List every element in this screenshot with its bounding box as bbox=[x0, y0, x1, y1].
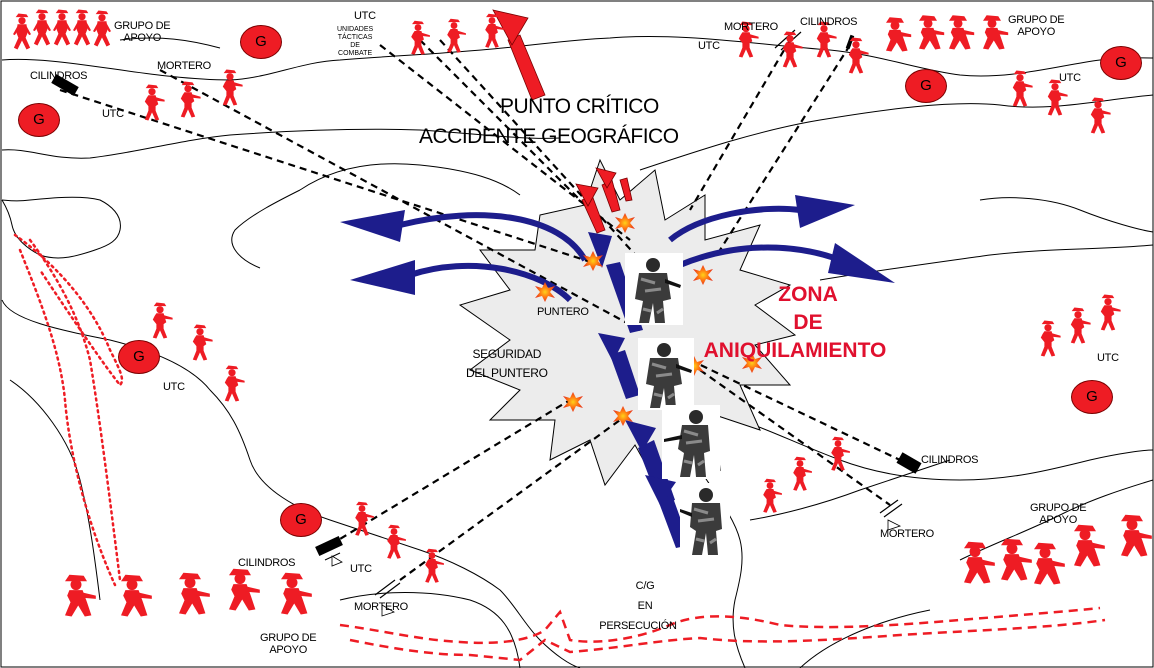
friendly-patrol bbox=[625, 253, 730, 557]
utc-unidades-label: UNIDADES TÁCTICAS DE COMBATE bbox=[337, 26, 374, 57]
pursuit-route bbox=[339, 606, 1106, 662]
weapon-markers bbox=[51, 29, 922, 599]
utc-label: UTC bbox=[354, 10, 376, 22]
cilindros-label: CILINDROS bbox=[30, 70, 88, 82]
utc-label: UTC bbox=[698, 40, 720, 52]
title-punto-critico: PUNTO CRÍTICO bbox=[500, 95, 659, 118]
mortero-marker bbox=[887, 519, 902, 531]
mortero-label: MORTERO bbox=[724, 21, 778, 33]
blue-maneuver-arrows bbox=[340, 195, 895, 303]
grupo-apoyo-label: GRUPO DE APOYO bbox=[260, 632, 317, 657]
mortero-label: MORTERO bbox=[880, 528, 934, 540]
utc-label: UTC bbox=[1097, 352, 1119, 364]
cilindros-label: CILINDROS bbox=[238, 557, 296, 569]
zona-label-1: ZONA bbox=[778, 283, 838, 306]
guerrilla-marker: G bbox=[1100, 46, 1142, 80]
guerrilla-marker: G bbox=[240, 25, 282, 59]
grupo-apoyo-label: GRUPO DE APOYO bbox=[1008, 14, 1065, 39]
mortero-label: MORTERO bbox=[157, 60, 211, 72]
zona-label-3: ANIQUILAMIENTO bbox=[703, 339, 887, 362]
title-accidente-geografico: ACCIDENTE GEOGRÁFICO bbox=[419, 125, 679, 148]
cilindros-label: CILINDROS bbox=[921, 454, 979, 466]
guerrilla-marker: G bbox=[1071, 380, 1113, 414]
cg-label: C/G bbox=[635, 580, 655, 592]
puntero-label: PUNTERO bbox=[537, 306, 589, 318]
grupo-apoyo-label: GRUPO DE APOYO bbox=[114, 20, 171, 45]
grupo-apoyo-label: GRUPO DE APOYO bbox=[1030, 502, 1087, 527]
utc-label: UTC bbox=[163, 381, 185, 393]
cilindros-label: CILINDROS bbox=[800, 16, 858, 28]
seguridad-label: SEGURIDAD DEL PUNTERO bbox=[466, 347, 548, 380]
guerrilla-marker: G bbox=[18, 103, 60, 137]
zona-label-2: DE bbox=[793, 311, 823, 334]
cg-label: PERSECUCIÓN bbox=[599, 620, 677, 632]
guerrilla-marker: G bbox=[905, 69, 947, 103]
cg-label: EN bbox=[637, 600, 653, 612]
utc-label: UTC bbox=[102, 108, 124, 120]
mortero-label: MORTERO bbox=[354, 601, 408, 613]
utc-marker bbox=[331, 555, 343, 567]
guerrilla-marker: G bbox=[118, 340, 160, 374]
utc-label: UTC bbox=[350, 563, 372, 575]
utc-label: UTC bbox=[1059, 72, 1081, 84]
guerrilla-marker: G bbox=[280, 503, 322, 537]
red-advance-arrows bbox=[492, 9, 633, 234]
infiltration-route bbox=[13, 233, 124, 587]
mortero-marker bbox=[381, 604, 395, 617]
blue-column-arrows bbox=[588, 232, 690, 548]
